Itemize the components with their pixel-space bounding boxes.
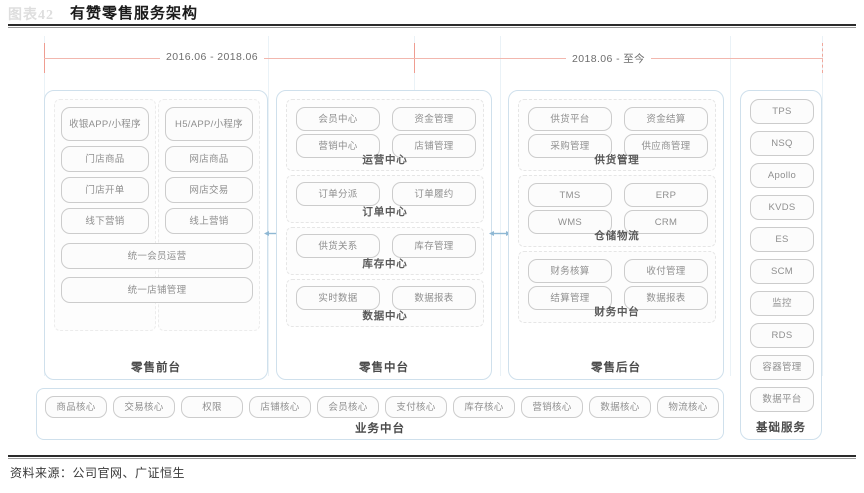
chip-mid-dat-1[interactable]: 数据报表 [392, 286, 476, 310]
group-finance-middle: 财务核算 收付管理 结算管理 数据报表 财务中台 [518, 251, 716, 323]
chip-frontend-1-1[interactable]: 网店商品 [165, 146, 253, 172]
chip-biz-4[interactable]: 会员核心 [317, 396, 379, 418]
chip-base-8[interactable]: 容器管理 [750, 355, 814, 380]
chip-back-wh-1[interactable]: ERP [624, 183, 708, 207]
figure-number: 图表42 [8, 8, 54, 23]
business-middle-bar[interactable]: 商品核心 交易核心 权限 店铺核心 会员核心 支付核心 库存核心 营销核心 数据… [36, 388, 724, 440]
chip-base-2[interactable]: Apollo [750, 163, 814, 188]
chip-frontend-1-2[interactable]: 网店交易 [165, 177, 253, 203]
chip-frontend-unified-store[interactable]: 统一店铺管理 [61, 277, 253, 303]
pillar-retail-backend[interactable]: 供货平台 资金结算 采购管理 供应商管理 供货管理 TMS ERP WMS CR… [508, 90, 724, 380]
chip-mid-op-0[interactable]: 会员中心 [296, 107, 380, 131]
group-title-operation-center: 运营中心 [362, 154, 408, 166]
chip-biz-9[interactable]: 物流核心 [657, 396, 719, 418]
chip-back-sup-0[interactable]: 供货平台 [528, 107, 612, 131]
pillar-title-base-service: 基础服务 [756, 422, 806, 434]
source-note: 资料来源：公司官网、广证恒生 [10, 466, 186, 480]
chip-base-3[interactable]: KVDS [750, 195, 814, 220]
chip-mid-op-1[interactable]: 资金管理 [392, 107, 476, 131]
chip-biz-8[interactable]: 数据核心 [589, 396, 651, 418]
chip-mid-inv-1[interactable]: 库存管理 [392, 234, 476, 258]
pillar-base-service[interactable]: TPS NSQ Apollo KVDS ES SCM 监控 RDS 容器管理 数… [740, 90, 822, 440]
chip-mid-ord-1[interactable]: 订单履约 [392, 182, 476, 206]
chip-back-fin-1[interactable]: 收付管理 [624, 259, 708, 283]
header-rule-thin [8, 27, 856, 28]
footer-rule-thick [8, 455, 856, 457]
guide-line [730, 36, 731, 376]
group-data-center: 实时数据 数据报表 数据中心 [286, 279, 484, 327]
header-rule-thick [8, 24, 856, 26]
chip-mid-op-2[interactable]: 营销中心 [296, 134, 380, 158]
chip-base-9[interactable]: 数据平台 [750, 387, 814, 412]
chip-frontend-0-0[interactable]: 收银APP/小程序 [61, 107, 149, 141]
chip-frontend-0-1[interactable]: 门店商品 [61, 146, 149, 172]
chip-base-4[interactable]: ES [750, 227, 814, 252]
guide-line [822, 36, 823, 376]
chip-back-sup-2[interactable]: 采购管理 [528, 134, 612, 158]
chip-back-wh-3[interactable]: CRM [624, 210, 708, 234]
business-middle-bar-title: 业务中台 [355, 423, 405, 435]
group-operation-center: 会员中心 资金管理 营销中心 店铺管理 运营中心 [286, 99, 484, 171]
pillar-retail-frontend[interactable]: 收银APP/小程序 门店商品 门店开单 线下营销 H5/APP/小程序 网店商品… [44, 90, 268, 380]
group-title-inventory-center: 库存中心 [362, 258, 408, 270]
chip-base-1[interactable]: NSQ [750, 131, 814, 156]
group-order-center: 订单分派 订单履约 订单中心 [286, 175, 484, 223]
chip-base-0[interactable]: TPS [750, 99, 814, 124]
group-supply-management: 供货平台 资金结算 采购管理 供应商管理 供货管理 [518, 99, 716, 171]
pillar-title-retail-backend: 零售后台 [591, 362, 641, 374]
architecture-diagram: 2016.06 - 2018.06 2018.06 - 至今 收银APP/小程序… [0, 32, 864, 452]
chip-biz-2[interactable]: 权限 [181, 396, 243, 418]
group-title-order-center: 订单中心 [362, 206, 408, 218]
chip-frontend-1-0[interactable]: H5/APP/小程序 [165, 107, 253, 141]
chip-back-fin-2[interactable]: 结算管理 [528, 286, 612, 310]
pillar-title-retail-middle: 零售中台 [359, 362, 409, 374]
chip-back-sup-3[interactable]: 供应商管理 [624, 134, 708, 158]
group-title-supply-management: 供货管理 [594, 154, 640, 166]
chip-frontend-unified-member[interactable]: 统一会员运营 [61, 243, 253, 269]
chip-frontend-0-2[interactable]: 门店开单 [61, 177, 149, 203]
chip-biz-1[interactable]: 交易核心 [113, 396, 175, 418]
chip-frontend-1-3[interactable]: 线上营销 [165, 208, 253, 234]
chip-mid-inv-0[interactable]: 供货关系 [296, 234, 380, 258]
chip-biz-5[interactable]: 支付核心 [385, 396, 447, 418]
chip-base-5[interactable]: SCM [750, 259, 814, 284]
chip-back-wh-0[interactable]: TMS [528, 183, 612, 207]
group-title-warehouse-logistics: 仓储物流 [594, 230, 640, 242]
page-title: 有赞零售服务架构 [70, 6, 199, 22]
chip-biz-3[interactable]: 店铺核心 [249, 396, 311, 418]
group-title-finance-middle: 财务中台 [594, 306, 640, 318]
chip-back-fin-0[interactable]: 财务核算 [528, 259, 612, 283]
pillar-retail-middle[interactable]: 会员中心 资金管理 营销中心 店铺管理 运营中心 订单分派 订单履约 订单中心 … [276, 90, 492, 380]
chip-biz-0[interactable]: 商品核心 [45, 396, 107, 418]
chip-back-wh-2[interactable]: WMS [528, 210, 612, 234]
chip-frontend-0-3[interactable]: 线下营销 [61, 208, 149, 234]
guide-line [268, 36, 269, 376]
chip-back-fin-3[interactable]: 数据报表 [624, 286, 708, 310]
pillar-title-retail-frontend: 零售前台 [131, 362, 181, 374]
group-inventory-center: 供货关系 库存管理 库存中心 [286, 227, 484, 275]
chip-base-7[interactable]: RDS [750, 323, 814, 348]
chip-back-sup-1[interactable]: 资金结算 [624, 107, 708, 131]
group-warehouse-logistics: TMS ERP WMS CRM 仓储物流 [518, 175, 716, 247]
chip-mid-ord-0[interactable]: 订单分派 [296, 182, 380, 206]
chip-mid-dat-0[interactable]: 实时数据 [296, 286, 380, 310]
timeline-label-right: 2018.06 - 至今 [566, 51, 652, 66]
chip-base-6[interactable]: 监控 [750, 291, 814, 316]
timeline-label-left: 2016.06 - 2018.06 [160, 51, 265, 63]
guide-line [500, 36, 501, 376]
chip-biz-7[interactable]: 营销核心 [521, 396, 583, 418]
figure-header: 图表42 有赞零售服务架构 [0, 0, 864, 30]
footer-rule-thin [8, 458, 856, 459]
chip-biz-6[interactable]: 库存核心 [453, 396, 515, 418]
group-title-data-center: 数据中心 [362, 310, 408, 322]
chip-mid-op-3[interactable]: 店铺管理 [392, 134, 476, 158]
